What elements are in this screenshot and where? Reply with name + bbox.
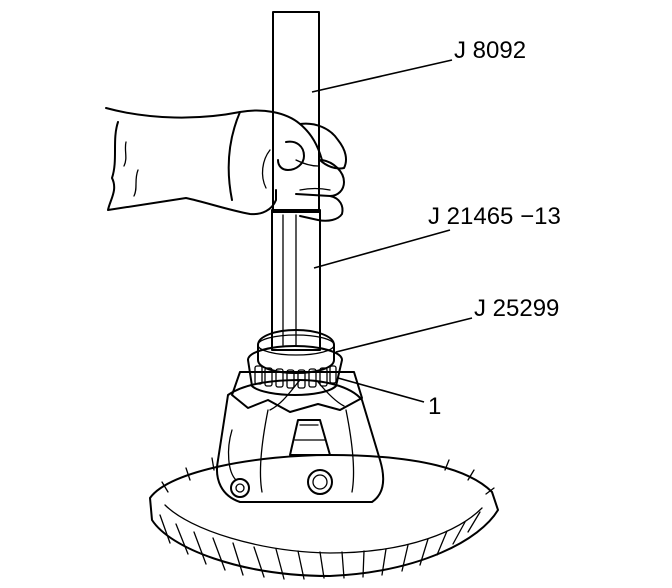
leader-bearing [337, 377, 425, 403]
callout-bearing-1: 1 [428, 393, 441, 420]
callout-j21465-13: J 21465 −13 [428, 203, 561, 230]
bearing-rollers [254, 365, 337, 389]
leader-lines [311, 59, 473, 403]
callout-j25299: J 25299 [474, 295, 559, 322]
leader-j25299 [335, 317, 473, 353]
extension-handle [272, 11, 320, 213]
ring-gear [149, 454, 499, 580]
differential-case [216, 371, 385, 503]
side-bearing [247, 345, 343, 396]
leader-j21465 [313, 229, 451, 269]
driver-shaft [271, 209, 321, 351]
hand-illustration [105, 107, 347, 222]
callout-j8092: J 8092 [454, 37, 526, 64]
ring-gear-teeth [159, 457, 495, 580]
leader-j8092 [311, 59, 453, 93]
